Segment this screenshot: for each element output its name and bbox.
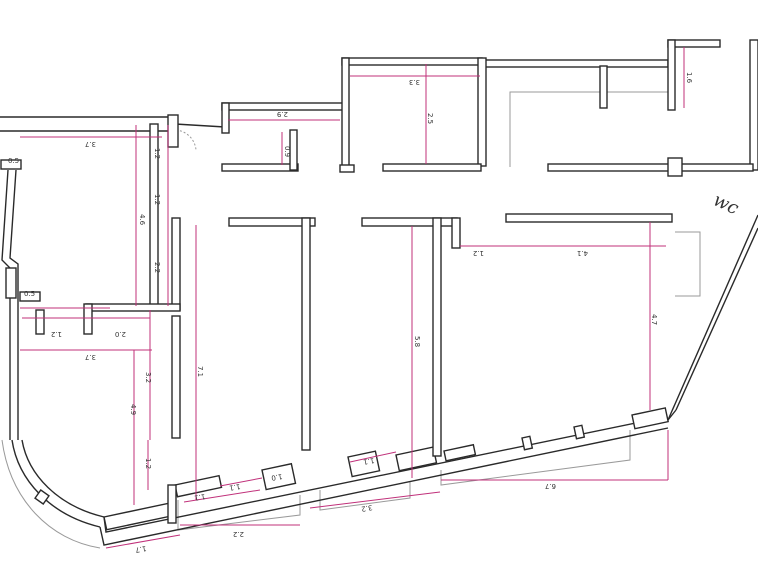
dim-label: 2.0 (115, 330, 126, 338)
dim-label: 2.2 (233, 530, 244, 538)
dim-label: 1.7 (135, 544, 147, 554)
dim-label: 3.2 (144, 372, 152, 383)
dim-label: 2.5 (426, 113, 434, 124)
wall-segment (19, 291, 41, 302)
outer-walls (0, 39, 758, 546)
dim-label: 1.1 (363, 456, 375, 466)
dim-label: 4.1 (577, 249, 588, 257)
dim-label: 0.5 (24, 290, 35, 298)
wall-segment (167, 114, 179, 148)
dim-label: 1.0 (271, 472, 283, 482)
dim-label: 6.7 (545, 482, 556, 490)
wall-segment (0, 159, 22, 170)
wall-segment (631, 407, 669, 430)
dim-label: 3.7 (85, 353, 96, 361)
light-lines (1, 91, 701, 549)
dim-label: 3.3 (409, 78, 420, 86)
wall-segment (395, 446, 438, 472)
interior-walls (35, 123, 754, 524)
dim-label: 1.1 (229, 482, 241, 492)
dim-label: 1.1 (194, 492, 206, 502)
dim-label: 4.7 (650, 314, 658, 325)
wc-label: wc (710, 189, 742, 219)
dim-label: 2.9 (277, 110, 288, 118)
wall-segment (261, 462, 297, 491)
dim-label: 2.2 (153, 262, 161, 273)
dim-label: 3.2 (361, 503, 373, 513)
dim-label: 1.2 (473, 249, 484, 257)
dim-label: 1.2 (144, 458, 152, 469)
dim-label: 1.6 (685, 72, 693, 84)
dim-label: 1.2 (51, 330, 62, 338)
dim-label: 7.1 (196, 366, 204, 377)
dimension-labels: 3.7 1.2 1.2 4.6 2.2 0.5 0.5 1.2 2.0 3.7 … (8, 72, 693, 554)
dim-label: 1.2 (153, 194, 161, 205)
dim-label: 3.7 (85, 140, 96, 148)
dim-label: 4.6 (138, 214, 146, 226)
handwritten-annotation: wc (710, 189, 742, 219)
dim-label: 0.5 (8, 157, 19, 165)
dim-label: 0.9 (283, 146, 291, 157)
dim-label: 4.9 (129, 404, 137, 415)
dim-label: 1.2 (153, 148, 161, 159)
dim-label: 5.8 (413, 336, 421, 347)
dimension-lines (20, 47, 685, 549)
